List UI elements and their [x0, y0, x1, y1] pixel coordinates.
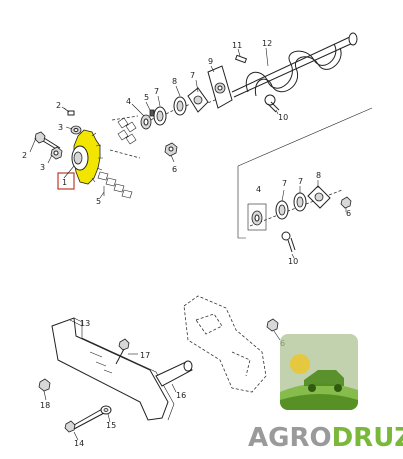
callout-4-lower: 4	[256, 185, 261, 194]
bracket-part-13	[51, 317, 175, 421]
nut-part-18	[38, 378, 51, 392]
selection-box	[57, 172, 75, 190]
callout-8-lower: 8	[316, 171, 321, 180]
callout-1: 1	[62, 178, 67, 187]
nut-part-3-left	[50, 146, 63, 160]
auger-assembly	[204, 32, 358, 105]
key-part-5-upper	[149, 109, 155, 117]
logo-word: AGRODRUZI	[248, 423, 403, 453]
bearing-part-7-upper	[153, 96, 191, 126]
lower-bearing-group	[237, 107, 373, 253]
callout-3-left: 3	[40, 163, 45, 172]
callout-16: 16	[176, 391, 186, 400]
callout-12: 12	[262, 39, 272, 48]
callout-11: 11	[232, 41, 242, 50]
nut-part-6-upper	[164, 142, 178, 157]
shaft-part-16	[155, 360, 193, 387]
callout-6-lower-group: 6	[346, 209, 351, 218]
callout-9: 9	[208, 57, 213, 66]
washer-part-15	[100, 405, 112, 415]
agrodruzi-logo: AGRODRUZI	[248, 334, 403, 453]
logo-emblem	[280, 334, 358, 410]
chain-part-5	[97, 171, 133, 199]
bearing-housing-part-9	[207, 65, 233, 109]
collar-part-4-upper	[140, 114, 155, 130]
bolt-part-17	[115, 338, 130, 365]
callout-14: 14	[74, 439, 84, 448]
callout-6-upper: 6	[172, 165, 177, 174]
chain-outline	[109, 115, 141, 159]
callout-5-key: 5	[144, 93, 149, 102]
logo-word-agro: AGRO	[248, 423, 332, 453]
pin-part-11	[234, 48, 248, 64]
callout-7-c: 7	[282, 179, 287, 188]
callout-2-top: 2	[56, 101, 61, 110]
sprocket-part-1-highlighted	[71, 129, 103, 185]
bolt-part-14	[64, 407, 107, 433]
flange-part-8-upper	[187, 87, 209, 113]
logo-word-druzi: DRUZI	[332, 423, 403, 453]
callout-5-chain: 5	[96, 197, 101, 206]
callout-3-top: 3	[58, 123, 63, 132]
callout-10-lower: 10	[288, 257, 298, 266]
leader-lines	[29, 47, 347, 441]
callout-2-left: 2	[22, 151, 27, 160]
nut-part-6-lower	[266, 318, 279, 332]
nut-part-3-top	[70, 125, 82, 135]
callout-15: 15	[106, 421, 116, 430]
callout-8-upper: 8	[172, 77, 177, 86]
callout-17: 17	[140, 351, 150, 360]
callout-13: 13	[80, 319, 90, 328]
callout-10-upper: 10	[278, 113, 288, 122]
callout-7-b: 7	[190, 71, 195, 80]
callout-18: 18	[40, 401, 50, 410]
bolt-part-10-upper	[264, 94, 280, 113]
callout-7-a: 7	[154, 87, 159, 96]
callout-7-d: 7	[298, 177, 303, 186]
plate-part-frame	[183, 295, 267, 393]
callout-4-upper: 4	[126, 97, 131, 106]
